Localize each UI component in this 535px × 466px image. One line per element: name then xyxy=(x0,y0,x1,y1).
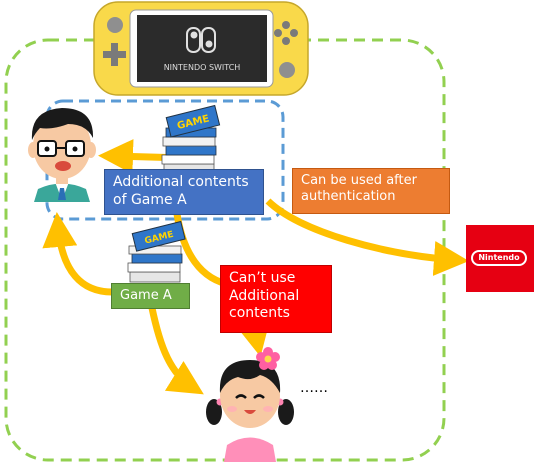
can-be-used-line1: Can be used after xyxy=(301,173,417,188)
daughter-avatar-icon xyxy=(206,347,294,462)
father-avatar-icon xyxy=(28,108,96,202)
can-be-used-line2: authentication xyxy=(301,189,396,205)
arrow-cant-to-daughter xyxy=(239,324,269,357)
arrow-game-to-father xyxy=(42,212,113,296)
additional-contents-line2: of Game A xyxy=(113,191,187,208)
can-be-used-label: Can be used after authentication xyxy=(292,168,450,214)
game-a-text: Game A xyxy=(120,288,172,303)
cant-use-label: Can’t use Additional contents xyxy=(220,265,332,333)
arrow-game-to-daughter xyxy=(146,297,204,395)
svg-text:NINTENDO SWITCH: NINTENDO SWITCH xyxy=(164,63,241,72)
book-stack-icon: GAME xyxy=(127,220,186,283)
cant-use-line2: Additional xyxy=(229,287,300,304)
ellipsis-text: …… xyxy=(300,380,328,396)
additional-contents-label: Additional contents of Game A xyxy=(104,169,264,215)
nintendo-logo: Nintendo xyxy=(466,225,534,292)
arrow-to-nintendo xyxy=(265,198,469,276)
additional-contents-line1: Additional contents xyxy=(113,174,249,190)
nintendo-switch-lite-icon: NINTENDO SWITCH xyxy=(93,1,309,96)
cant-use-line3: contents xyxy=(229,305,290,321)
nintendo-logo-text: Nintendo xyxy=(471,250,527,266)
book-stack-icon: GAME xyxy=(161,104,221,175)
game-a-label: Game A xyxy=(111,283,190,309)
cant-use-line1: Can’t use xyxy=(229,270,296,286)
